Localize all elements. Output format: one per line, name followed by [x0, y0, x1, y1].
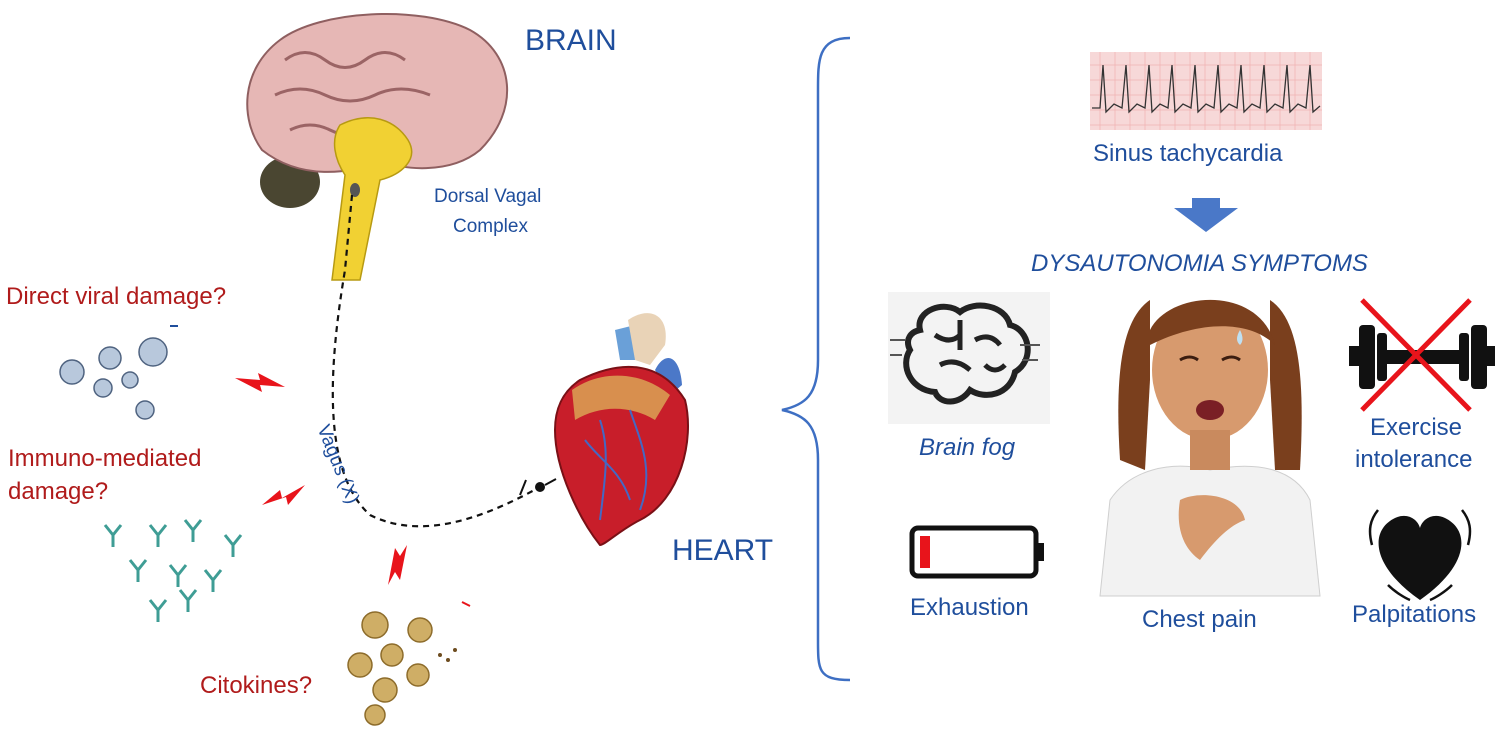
exercise-intolerance-icon: [1349, 298, 1495, 412]
lightning-bolts: [235, 373, 407, 585]
palpitations-heart-icon: [1368, 509, 1472, 602]
heart-illustration: [553, 313, 689, 547]
down-arrow-icon: [1174, 198, 1238, 232]
cause-immuno-label-line1: Immuno-mediated: [8, 445, 202, 472]
grouping-brace: [781, 36, 851, 682]
brain-fog-icon: [888, 292, 1050, 424]
antibody-cluster: [103, 519, 243, 622]
brain-title: BRAIN: [525, 24, 617, 57]
symptom-palpitations-label: Palpitations: [1352, 601, 1477, 628]
cytokine-cells: [347, 611, 433, 726]
cause-viral-label: Direct viral damage?: [6, 283, 227, 310]
symptoms-heading: DYSAUTONOMIA SYMPTOMS: [1031, 250, 1368, 277]
dorsal-vagal-label-line2: Complex: [453, 216, 528, 237]
symptom-chest-pain-label: Chest pain: [1142, 606, 1257, 633]
brain-illustration: [246, 13, 509, 281]
ecg-strip: [1090, 52, 1322, 130]
ecg-label: Sinus tachycardia: [1093, 140, 1283, 167]
symptom-exercise-label-line1: Exercise: [1370, 414, 1463, 441]
battery-empty-icon: [909, 525, 1044, 579]
chest-pain-figure: [1063, 299, 1359, 597]
virus-particles: [59, 337, 168, 420]
cause-immuno-label-line2: damage?: [8, 478, 109, 505]
cause-cytokines-label: Citokines?: [200, 672, 313, 699]
symptom-exercise-label-line2: intolerance: [1355, 446, 1473, 473]
dorsal-vagal-label-line1: Dorsal Vagal: [434, 186, 542, 207]
symptom-brain-fog-label: Brain fog: [919, 434, 1016, 461]
symptom-exhaustion-label: Exhaustion: [910, 594, 1029, 621]
heart-title: HEART: [672, 534, 774, 567]
